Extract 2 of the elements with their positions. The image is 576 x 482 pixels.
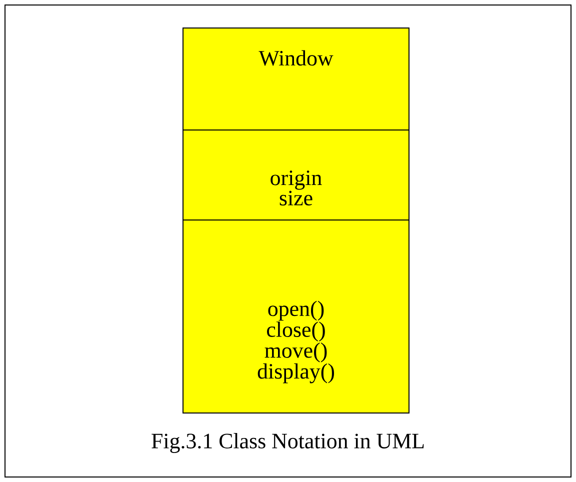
class-box: Window origin size open() close() move() display(): [182, 28, 410, 414]
caption: Fig.3.1 Class Notation in UML: [152, 433, 424, 453]
